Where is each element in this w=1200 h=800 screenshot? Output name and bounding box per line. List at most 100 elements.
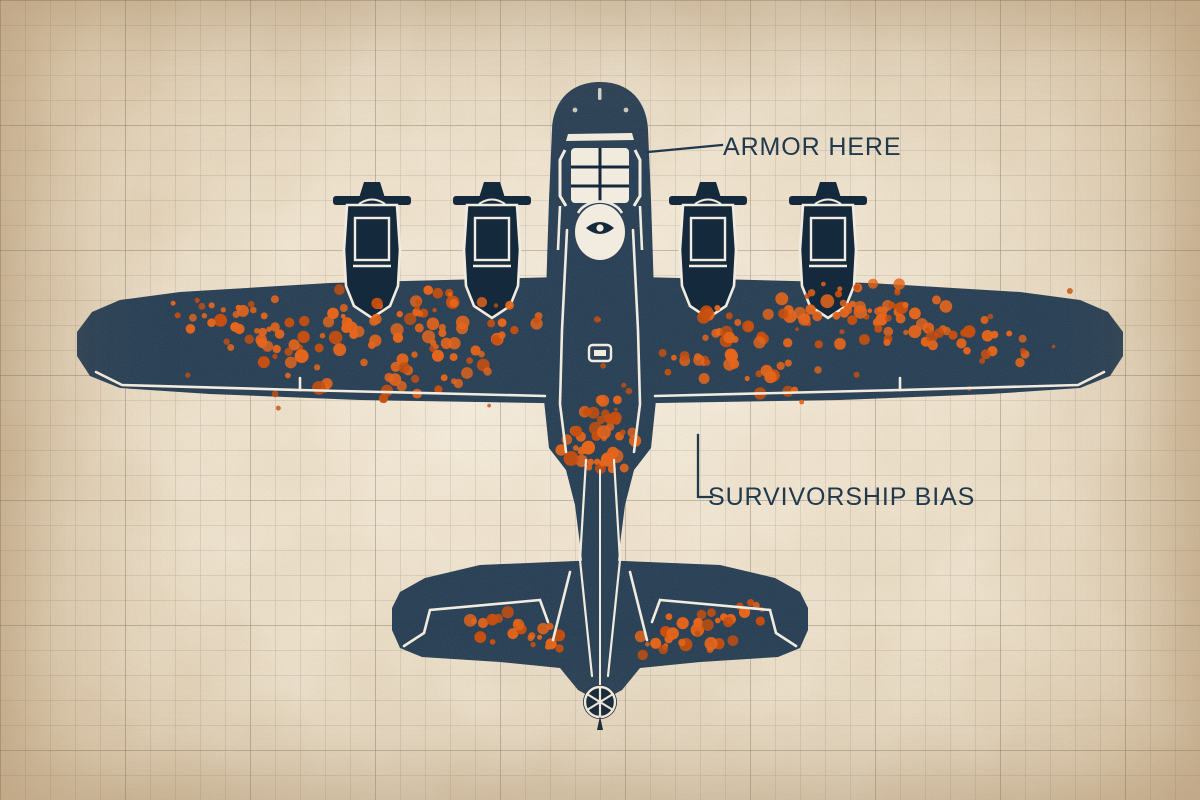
port-elevator-line: [402, 598, 550, 648]
bullet-hole: [319, 332, 326, 339]
bullet-hole: [474, 631, 487, 643]
bullet-hole: [587, 458, 594, 466]
fuselage-line-left: [558, 228, 569, 454]
bullet-hole: [339, 304, 348, 312]
bullet-hole: [804, 293, 810, 299]
bullet-hole: [742, 320, 755, 333]
bullet-hole: [847, 315, 858, 326]
bullet-hole: [288, 339, 300, 351]
bullet-hole: [714, 617, 721, 624]
bullet-hole: [274, 329, 285, 339]
leader-line-group: [646, 143, 724, 499]
bullet-hole: [314, 343, 324, 353]
bullet-hole: [799, 399, 805, 405]
bullet-hole: [297, 330, 310, 344]
bullet-hole: [893, 278, 905, 290]
bullet-hole: [784, 359, 792, 367]
bullet-hole: [608, 411, 622, 425]
bullet-hole: [722, 616, 734, 628]
nose-rivet-right: [623, 107, 629, 113]
bullet-hole: [909, 307, 921, 320]
bullet-hole: [752, 601, 760, 610]
bullet-hole: [349, 330, 359, 339]
bullet-hole: [577, 446, 586, 455]
bullet-hole: [597, 394, 610, 407]
bullet-hole: [607, 446, 619, 459]
bullet-hole: [571, 425, 582, 437]
bullet-hole: [314, 364, 321, 371]
bullet-hole: [853, 371, 860, 378]
bullet-hole: [404, 312, 417, 326]
bullet-hole: [980, 349, 991, 360]
bullet-hole: [625, 387, 633, 395]
nose-antenna-icon: [598, 88, 602, 100]
bullet-hole: [619, 429, 626, 436]
bullet-hole: [874, 307, 882, 315]
panel-line-group: [94, 228, 1106, 691]
bullet-hole: [334, 284, 345, 296]
bullet-hole: [807, 289, 816, 297]
bullet-hole: [545, 643, 551, 650]
bullet-hole: [665, 613, 673, 621]
bullet-hole: [744, 375, 750, 382]
bullet-hole: [415, 299, 422, 305]
bullet-hole: [449, 353, 458, 362]
bullet-hole: [814, 366, 822, 374]
bullet-hole: [704, 637, 718, 651]
bullet-hole: [431, 349, 444, 362]
bullet-hole: [381, 384, 393, 397]
bullet-hole: [798, 313, 811, 326]
bullet-hole: [478, 350, 485, 358]
bullet-hole: [747, 599, 755, 607]
bullet-hole: [483, 367, 492, 376]
bullet-hole: [501, 606, 514, 619]
bullet-hole: [776, 361, 785, 370]
bullet-hole: [614, 407, 618, 412]
bullet-hole: [658, 349, 667, 357]
bullet-hole: [932, 295, 941, 305]
bullet-hole: [621, 382, 627, 388]
bullet-hole: [537, 622, 549, 635]
bullet-hole: [587, 406, 600, 419]
bullet-hole: [702, 334, 709, 341]
nose-section: [556, 88, 644, 363]
bullet-hole: [723, 331, 736, 344]
bullet-hole: [867, 308, 873, 314]
bullet-hole: [696, 609, 707, 620]
bullet-hole: [440, 374, 448, 382]
bullet-hole: [814, 340, 823, 349]
bullet-hole: [299, 315, 310, 327]
bullet-hole: [194, 297, 200, 303]
bullet-hole: [671, 354, 677, 361]
bullet-hole: [284, 347, 293, 356]
leader-line-survivorship: [696, 433, 714, 499]
bullet-hole: [679, 351, 690, 361]
bullet-hole: [585, 464, 593, 471]
bullet-hole: [734, 319, 742, 326]
bullet-hole: [883, 339, 891, 346]
bullet-hole: [867, 278, 879, 289]
engine-inner-right: [669, 182, 747, 320]
bullet-hole: [832, 311, 841, 320]
bullet-hole: [272, 344, 281, 354]
bullet-hole: [430, 339, 437, 347]
bullet-hole: [1051, 344, 1056, 349]
bullet-hole: [597, 317, 602, 322]
bullet-hole: [706, 646, 714, 653]
bullet-hole: [956, 338, 967, 349]
bullet-hole: [583, 440, 595, 452]
bullet-hole: [725, 312, 733, 320]
bullet-hole: [555, 644, 564, 653]
bullet-hole: [470, 345, 481, 356]
bullet-hole: [908, 325, 922, 339]
bullet-hole: [360, 358, 368, 367]
cockpit-canopy: [558, 148, 642, 207]
bullet-hole: [738, 606, 751, 619]
bullet-hole: [795, 327, 799, 332]
fuselage-line-right: [631, 228, 642, 454]
bullet-hole: [486, 613, 499, 626]
bullet-hole: [232, 310, 240, 319]
bullet-hole: [894, 289, 901, 296]
bullet-hole: [753, 336, 766, 349]
bullet-hole: [477, 617, 489, 629]
